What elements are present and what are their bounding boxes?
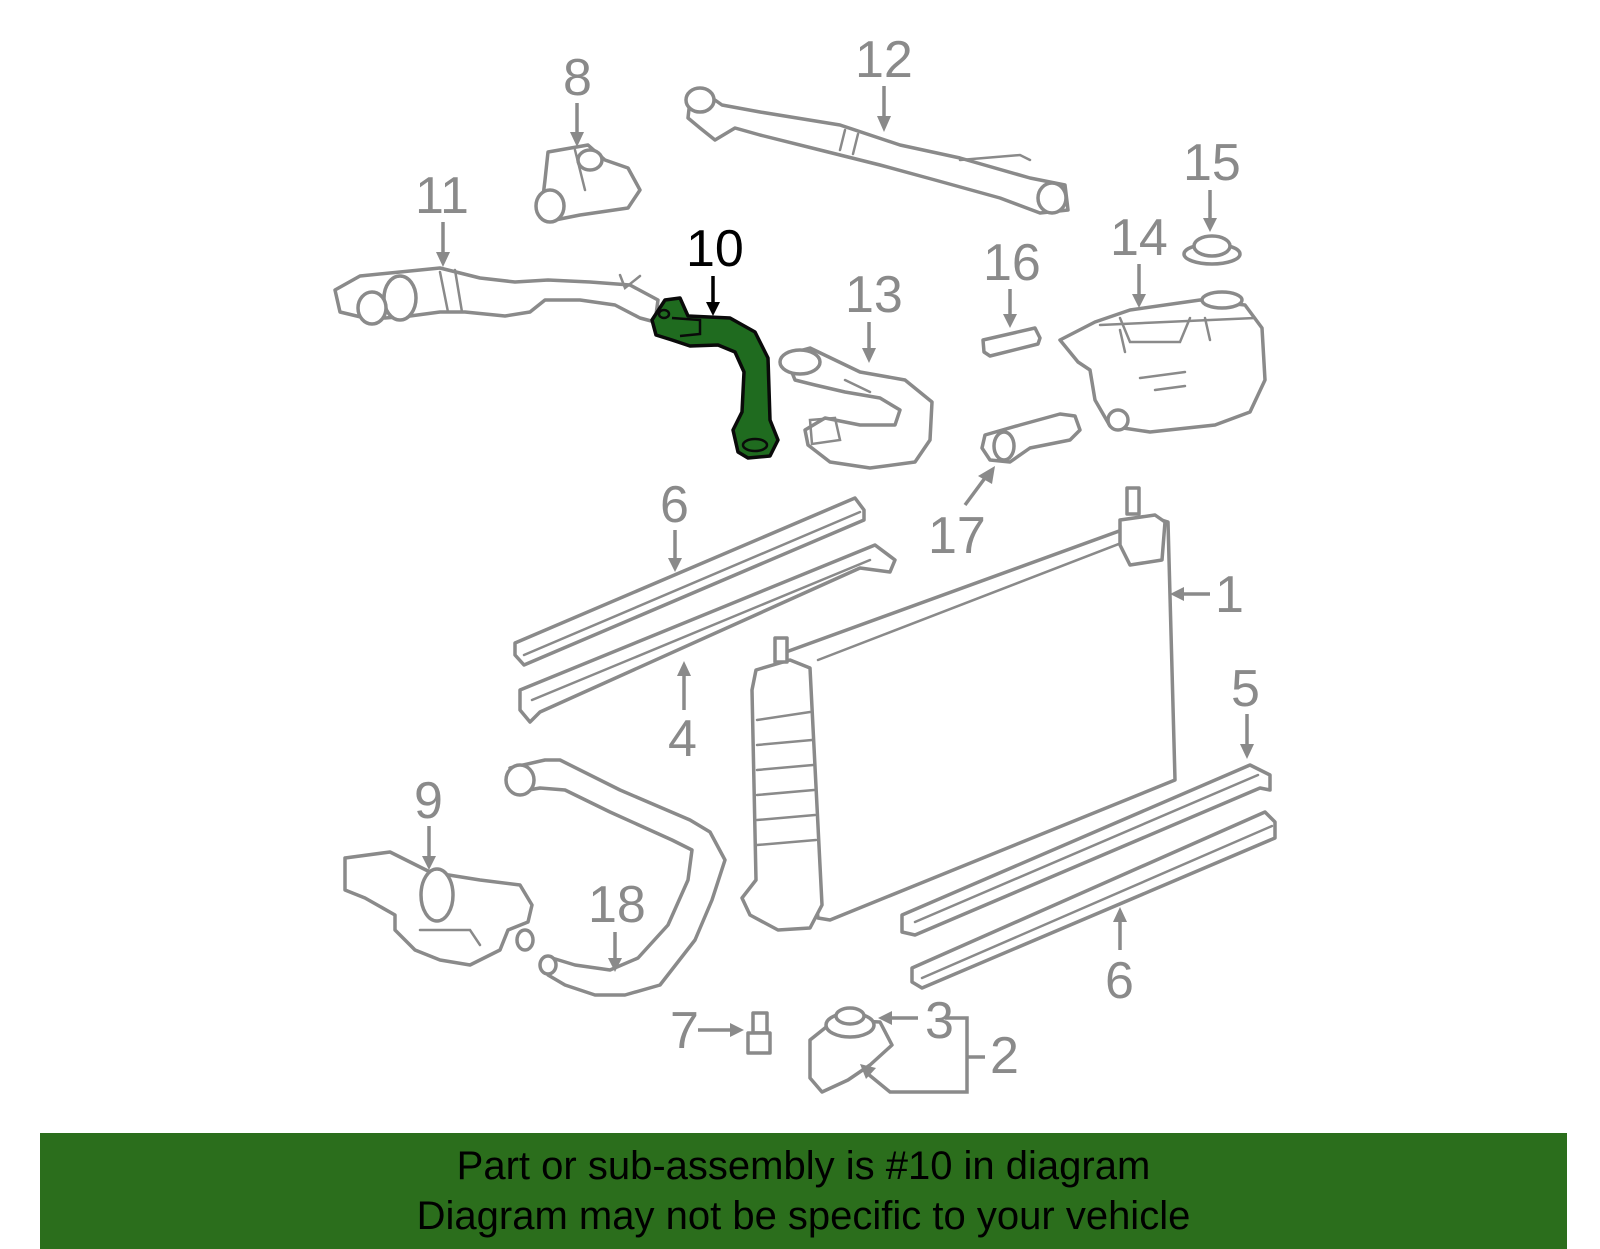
info-banner: Part or sub-assembly is #10 in diagram D… (40, 1133, 1567, 1249)
part-8-connector[interactable] (534, 143, 642, 224)
part-16-hose[interactable] (981, 326, 1042, 358)
svg-text:18: 18 (588, 876, 646, 934)
callout-7: 7 (670, 1002, 744, 1060)
svg-text:9: 9 (414, 772, 443, 830)
part-18-hose[interactable] (504, 758, 727, 997)
part-15-cap[interactable] (1182, 234, 1242, 266)
callout-6-upper: 6 (660, 476, 689, 572)
callout-16: 16 (983, 234, 1041, 328)
callout-11: 11 (415, 167, 469, 267)
callout-13: 13 (845, 266, 903, 363)
callout-15: 15 (1183, 134, 1241, 232)
svg-text:2: 2 (990, 1027, 1019, 1085)
callout-17: 17 (928, 466, 995, 565)
part-6-lower-seal[interactable] (910, 810, 1277, 990)
callout-2: 2 (860, 1016, 1019, 1094)
callout-1: 1 (1170, 566, 1244, 624)
callout-10: 10 (686, 220, 744, 316)
svg-text:15: 15 (1183, 134, 1241, 192)
callout-14: 14 (1110, 209, 1168, 308)
part-11-hose[interactable] (333, 266, 660, 326)
part-1-radiator[interactable] (740, 486, 1177, 932)
svg-text:6: 6 (660, 476, 689, 534)
svg-text:7: 7 (670, 1002, 699, 1060)
svg-text:13: 13 (845, 266, 903, 324)
part-13-hose[interactable] (778, 346, 934, 470)
callout-5: 5 (1231, 660, 1260, 759)
part-17-hose[interactable] (980, 412, 1082, 464)
svg-text:5: 5 (1231, 660, 1260, 718)
svg-text:14: 14 (1110, 209, 1168, 267)
part-10-hose-highlighted[interactable] (650, 296, 780, 460)
part-7-plug[interactable] (746, 1011, 772, 1055)
svg-text:8: 8 (563, 49, 592, 107)
part-6-upper-seal[interactable] (513, 496, 866, 667)
part-2-bracket[interactable] (808, 1006, 894, 1094)
callout-6-lower: 6 (1105, 907, 1134, 1010)
callout-9: 9 (414, 772, 443, 870)
svg-text:6: 6 (1105, 952, 1134, 1010)
svg-text:10: 10 (686, 220, 744, 278)
banner-line-2: Diagram may not be specific to your vehi… (416, 1194, 1191, 1238)
callout-12: 12 (855, 31, 913, 132)
banner-line-1: Part or sub-assembly is #10 in diagram (456, 1144, 1151, 1188)
svg-text:3: 3 (925, 992, 954, 1050)
part-5-seal[interactable] (900, 763, 1272, 937)
part-12-hose[interactable] (684, 86, 1070, 215)
callout-8: 8 (563, 49, 592, 147)
callout-3: 3 (878, 992, 954, 1050)
svg-text:16: 16 (983, 234, 1041, 292)
callout-18: 18 (588, 876, 646, 972)
svg-text:17: 17 (928, 507, 986, 565)
svg-text:11: 11 (415, 167, 469, 225)
svg-text:4: 4 (668, 710, 697, 768)
part-14-reservoir[interactable] (1058, 290, 1267, 434)
callout-4: 4 (668, 661, 697, 768)
part-9-housing[interactable] (343, 850, 535, 967)
part-4-seal[interactable] (518, 543, 897, 724)
svg-text:12: 12 (855, 31, 913, 89)
svg-text:1: 1 (1215, 566, 1244, 624)
